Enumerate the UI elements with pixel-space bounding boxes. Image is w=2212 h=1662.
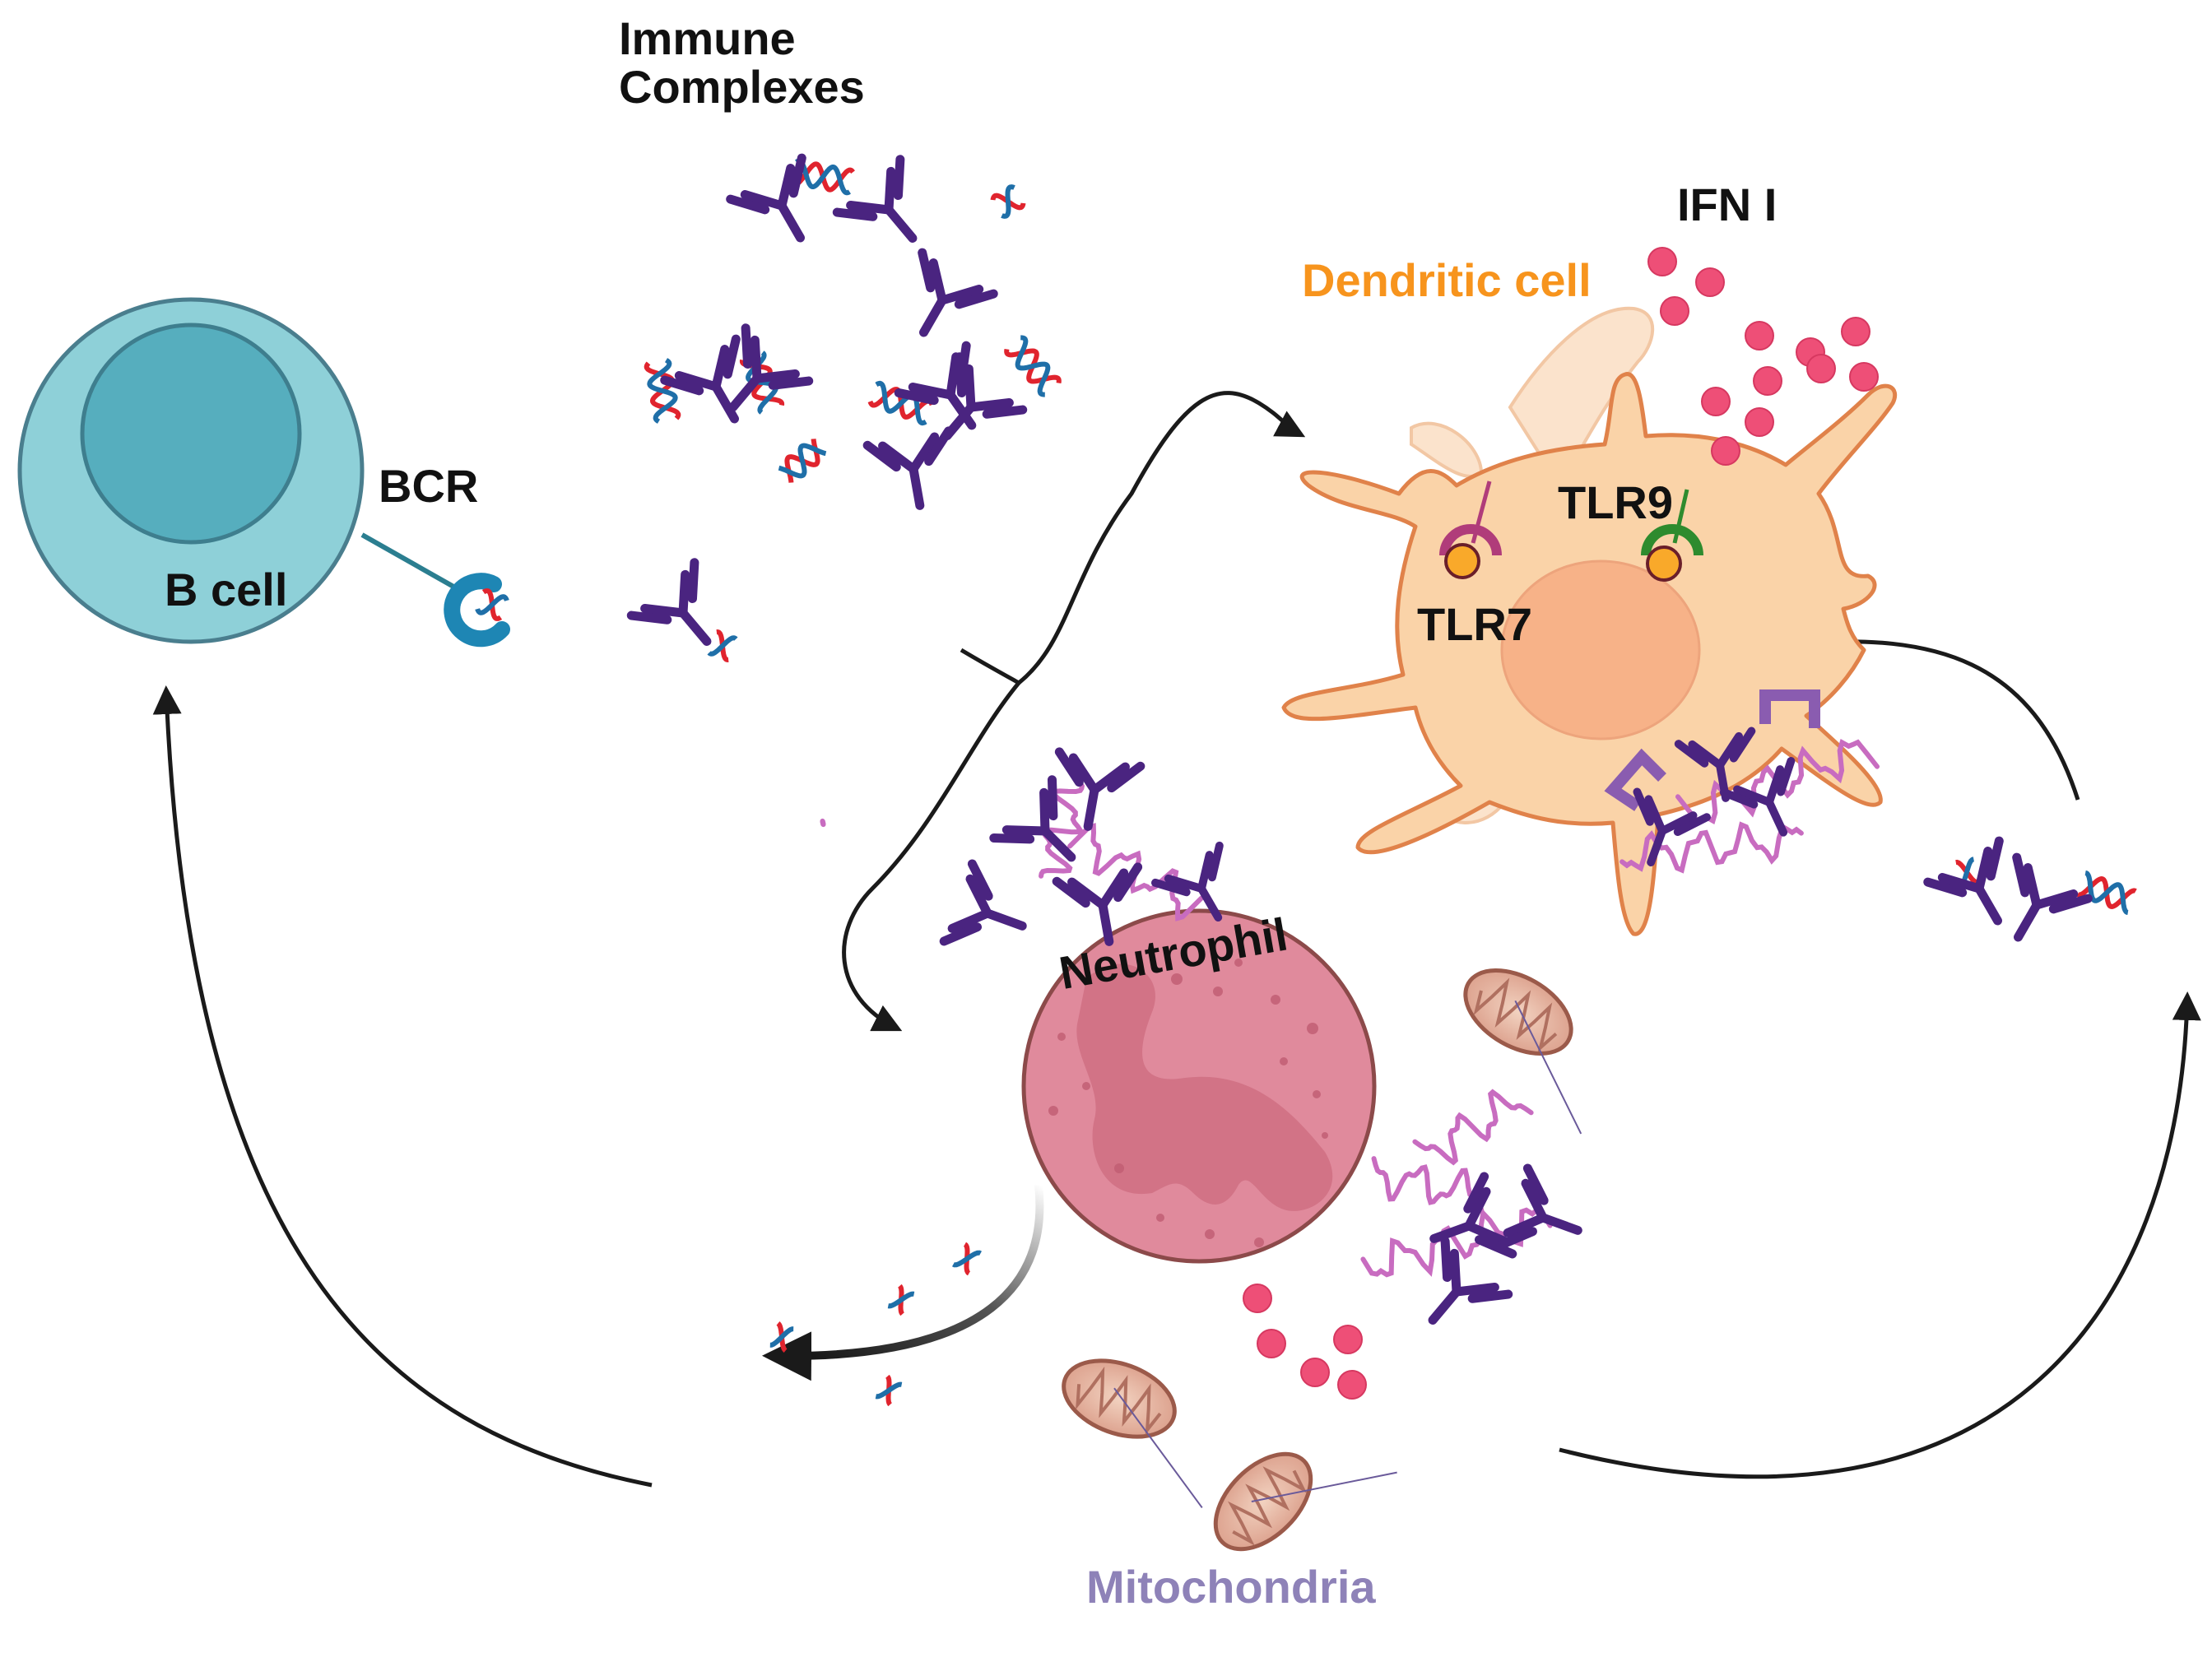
dna-layer (475, 158, 2137, 1407)
ifn-particle-icon (1695, 267, 1725, 297)
ifn-particle-icon (1701, 387, 1731, 416)
tlr7-label: TLR7 (1417, 598, 1532, 650)
ifn-particle-icon (1806, 354, 1836, 383)
antibody-icon (2012, 852, 2093, 942)
antibody-icon (660, 334, 741, 424)
dna-icon (951, 1242, 983, 1276)
dna-icon (707, 629, 738, 662)
neutrophil-icon (1021, 908, 1377, 1264)
mitochondrion-icon (1213, 1451, 1397, 1552)
fc-receptor-icon (1759, 689, 1820, 728)
antibody-icon (1923, 836, 2004, 926)
antibody-icon (1052, 862, 1143, 946)
curved-arrow-icon (1559, 991, 2201, 1479)
cycle-arrows (152, 391, 2201, 1488)
ifn-particle-icon (1243, 1284, 1272, 1313)
ifn-particle-icon (1300, 1358, 1330, 1387)
antibody-icon (1150, 841, 1224, 922)
immune-complexes-label-line1: Immune (619, 12, 796, 64)
antibody-icon (728, 323, 814, 411)
dendritic-cell-icon (1281, 306, 1898, 936)
ifn-particle-icon (1849, 362, 1879, 392)
rna-icon (1412, 1089, 1534, 1166)
ifn-particle-icon (1647, 247, 1677, 276)
mitochondria-label: Mitochondria (1086, 1561, 1376, 1613)
tlr7-receptor-icon (1439, 480, 1502, 579)
bcr-receptor-icon (444, 573, 510, 648)
ifn-particle-icon (1711, 436, 1740, 466)
antibody-icon (1633, 787, 1711, 867)
antibody-icon (726, 153, 806, 243)
antibody-icon (1719, 757, 1796, 837)
rna-icon (1371, 1156, 1485, 1214)
ifn-particle-layer (1243, 247, 1879, 1400)
dna-icon (644, 358, 681, 424)
dna-icon (778, 439, 827, 483)
dna-icon (867, 380, 935, 426)
antibody-icon (626, 558, 712, 646)
antibody-icon (1494, 1163, 1582, 1251)
ifn-particle-icon (1745, 407, 1774, 437)
antibody-icon (989, 775, 1076, 862)
dendritic-cell-label: Dendritic cell (1302, 254, 1592, 306)
ifn-particle-icon (1745, 321, 1774, 351)
curved-arrow-icon (1017, 391, 1306, 685)
ifn-label: IFN I (1677, 179, 1778, 230)
ifn-particle-icon (1660, 296, 1689, 326)
antibody-icon (862, 426, 954, 510)
dna-icon (475, 588, 509, 621)
ifn-particle-icon (1257, 1329, 1286, 1358)
ifn-particle-icon (1333, 1325, 1363, 1354)
mitochondria-layer (1062, 968, 1582, 1552)
curved-arrow-icon (152, 685, 653, 1488)
tlr9-receptor-icon (1641, 489, 1703, 582)
dna-icon (2076, 870, 2137, 916)
curved-arrow-icon (762, 1184, 1044, 1381)
curved-arrow-icon (842, 681, 1020, 1032)
bcr-label: BCR (379, 460, 479, 512)
ifn-particle-icon (1841, 317, 1870, 346)
antibody-layer (626, 153, 2093, 1325)
dna-icon (990, 184, 1026, 219)
dna-icon (1004, 335, 1062, 397)
dna-icon (769, 1321, 794, 1353)
immune-complexes-label: Immune Complexes (619, 12, 865, 113)
mitochondrion-icon (1062, 1358, 1203, 1509)
rna-icon (1620, 821, 1804, 874)
ifn-particle-icon (1753, 366, 1782, 396)
antibody-icon (918, 248, 998, 337)
fc-receptor-icon (1604, 748, 1666, 811)
b-cell-icon (17, 297, 510, 648)
b-cell-label: B cell (165, 564, 288, 615)
antibody-icon (939, 859, 1027, 946)
ifn-particle-icon (1337, 1370, 1367, 1400)
dna-icon (791, 158, 855, 196)
dna-icon (887, 1284, 915, 1316)
brace-icon (960, 648, 1020, 685)
antibody-icon (1054, 747, 1146, 831)
rna-icon (820, 818, 826, 828)
antibody-icon (832, 155, 918, 243)
mitochondrion-icon (1463, 968, 1582, 1135)
immune-complexes-label-line2: Complexes (619, 60, 865, 113)
antibody-icon (1428, 1237, 1513, 1325)
tlr9-label: TLR9 (1558, 476, 1673, 528)
dna-icon (875, 1374, 903, 1407)
